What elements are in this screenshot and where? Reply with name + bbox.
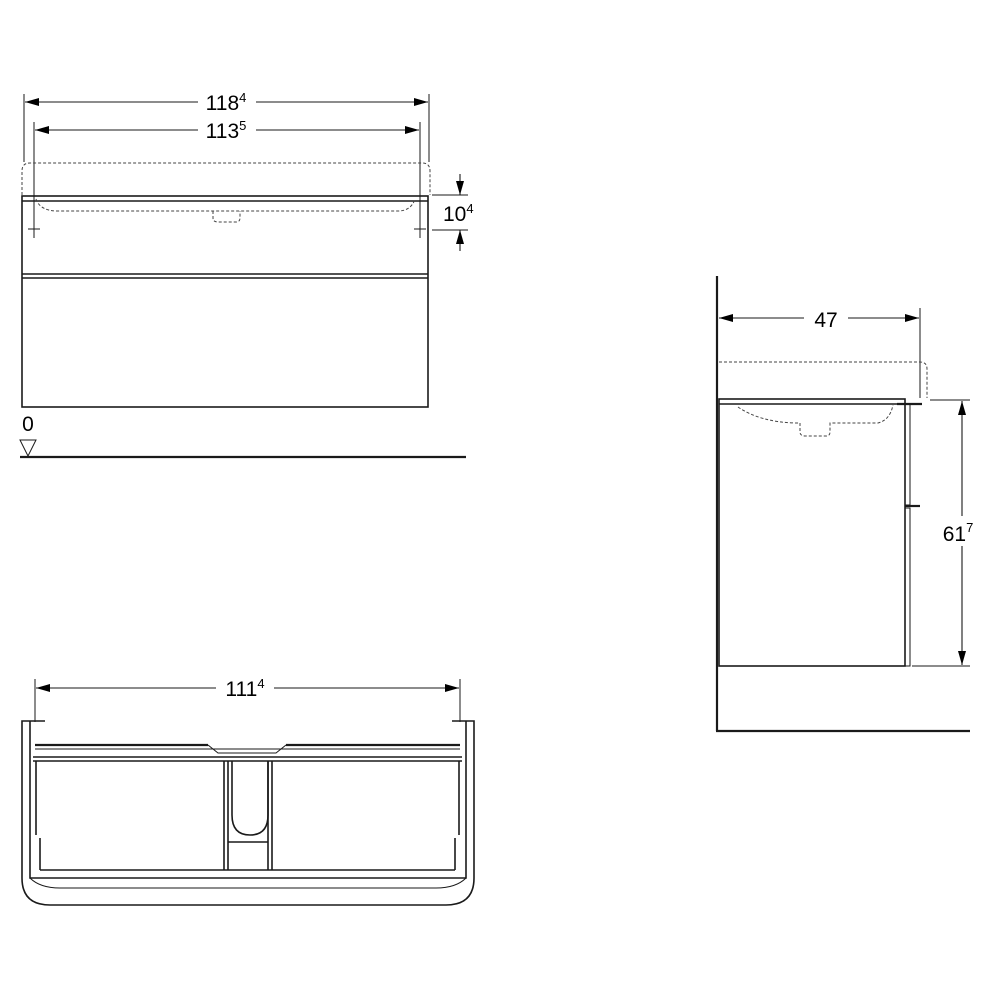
washbasin-outline [21,162,431,195]
inner-width-dimension: 1114 [34,675,461,722]
overall-width-label: 1184 [206,90,247,115]
siphon-cutout [223,761,273,870]
basin-bowl-hidden [35,198,416,212]
basin-bowl-side-hidden [737,404,894,437]
plan-view: 1114 [21,675,475,906]
side-view: 47 617 [715,276,984,733]
basin-width-dimension: 1135 [28,118,426,238]
basin-drain-hidden [212,211,241,223]
cabinet-front [21,195,429,408]
height-label: 617 [943,520,974,546]
floor-level-label: 0 [22,413,34,436]
depth-label: 47 [814,309,837,332]
cabinet-side [718,398,922,667]
floor-level-marker: 0 [19,413,466,459]
washbasin-side-outline [719,361,928,398]
level-triangle-icon [19,439,37,458]
drawer-top-plate [35,743,460,754]
drawer-body [33,756,462,871]
basin-height-label: 104 [443,201,474,226]
height-dimension: 617 [912,399,984,667]
front-view: 1184 1135 [19,90,480,459]
inner-width-label: 1114 [225,676,264,701]
basin-width-label: 1135 [206,118,247,143]
depth-dimension: 47 [719,305,921,398]
basin-height-dimension: 104 [432,174,480,251]
overall-width-dimension: 1184 [23,90,430,162]
cabinet-shell-plan [21,720,475,906]
